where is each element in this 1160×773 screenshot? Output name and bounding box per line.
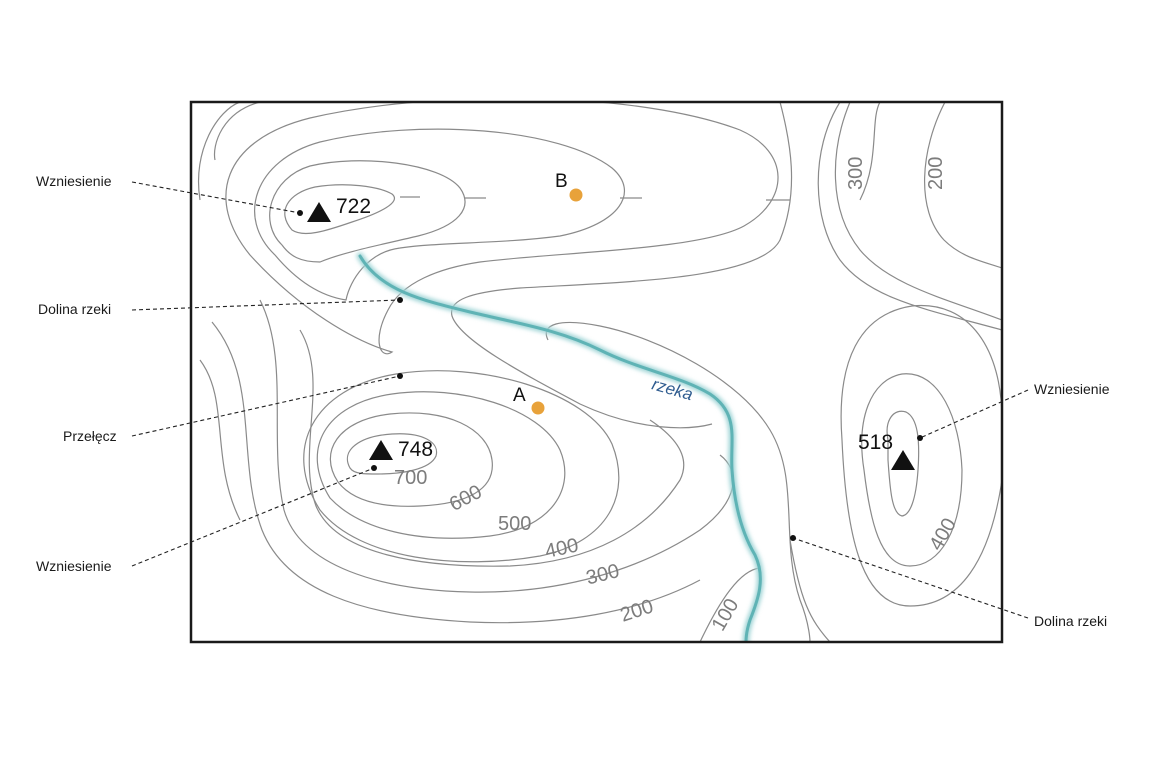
contour-center-3	[817, 102, 1002, 331]
contours-north-east	[834, 102, 1002, 321]
contour-east-inner	[886, 410, 920, 517]
contour-north-3	[254, 128, 625, 301]
point-b-label: B	[555, 171, 568, 192]
leader-valley-left	[131, 299, 401, 311]
leader-dot	[397, 297, 403, 303]
contour-ticks	[400, 196, 790, 201]
contour-label-200-northeast: 200	[925, 157, 947, 190]
contour-west-3	[259, 299, 734, 593]
contour-south-600	[329, 412, 493, 507]
peak-south-label: 748	[398, 438, 433, 461]
contour-west-2	[211, 321, 701, 624]
contours-south-hill	[303, 370, 620, 563]
peak-south-icon	[369, 440, 393, 460]
contours-north-hill	[198, 102, 793, 429]
point-b-marker	[569, 188, 583, 202]
contour-label-600: 600	[446, 481, 486, 516]
contour-center-1	[545, 321, 811, 642]
contour-north-5	[213, 102, 261, 161]
contour-west-1	[199, 359, 241, 521]
callout-elevation-top-left: Wzniesienie	[36, 173, 112, 189]
callout-elevation-bottom-left: Wzniesienie	[36, 558, 112, 574]
contour-ne-300	[834, 102, 1002, 321]
point-a-marker	[531, 401, 545, 415]
leader-dot	[917, 435, 923, 441]
contour-east-4	[789, 539, 831, 642]
river-label: rzeka	[650, 375, 695, 405]
contour-north-2	[269, 160, 466, 263]
peak-east-label: 518	[858, 431, 893, 454]
leader-elevation-right	[919, 389, 1029, 439]
contour-north-6	[198, 102, 793, 429]
river	[356, 252, 764, 642]
contours-east-hill	[789, 304, 1002, 642]
contour-label-200-south: 200	[618, 595, 657, 626]
leader-dot	[371, 465, 377, 471]
callout-valley-left: Dolina rzeki	[38, 301, 111, 317]
peak-north-label: 722	[336, 195, 371, 218]
leader-elevation-bottom-left	[131, 467, 375, 567]
map-content: 700 600 500 400 300 200 100 300 200 400 …	[198, 102, 1002, 642]
contours-center	[545, 102, 1002, 642]
contour-north-inner	[284, 184, 395, 235]
contour-south-400	[303, 370, 620, 563]
contour-south-500	[316, 391, 566, 539]
contour-label-100: 100	[708, 595, 744, 635]
point-a-label: A	[513, 385, 526, 406]
contour-label-500: 500	[498, 513, 531, 535]
contour-north-4	[225, 102, 779, 355]
callout-leaders	[131, 181, 1029, 619]
leader-dot	[297, 210, 303, 216]
callout-labels: Wzniesienie Dolina rzeki Przełęcz Wznies…	[36, 173, 1110, 629]
contour-east-2	[861, 373, 963, 567]
leader-elevation-top-left	[131, 181, 301, 214]
map-frame	[189, 100, 1004, 644]
leader-pass	[131, 375, 401, 437]
leader-dot	[790, 535, 796, 541]
river-line	[358, 254, 762, 642]
contour-east-3	[840, 304, 1002, 607]
contour-south-700	[346, 433, 438, 475]
contour-label-300-northeast: 300	[845, 157, 867, 190]
contours-west	[199, 299, 734, 624]
peak-north-icon	[307, 202, 331, 222]
callout-valley-right: Dolina rzeki	[1034, 613, 1107, 629]
peak-east-icon	[891, 450, 915, 470]
leader-dot	[397, 373, 403, 379]
contour-west-4	[299, 329, 685, 567]
contour-label-700: 700	[394, 467, 427, 489]
contour-center-2	[699, 567, 761, 642]
callout-elevation-right: Wzniesienie	[1034, 381, 1110, 397]
peaks: 722 748 518	[307, 195, 915, 470]
leader-valley-right	[792, 537, 1029, 619]
contour-ne-200	[923, 102, 1002, 269]
callout-pass: Przełęcz	[63, 428, 117, 444]
contour-label-400-south: 400	[543, 534, 580, 562]
reference-points: B A	[513, 171, 583, 415]
contour-label-300-south: 300	[584, 560, 622, 589]
